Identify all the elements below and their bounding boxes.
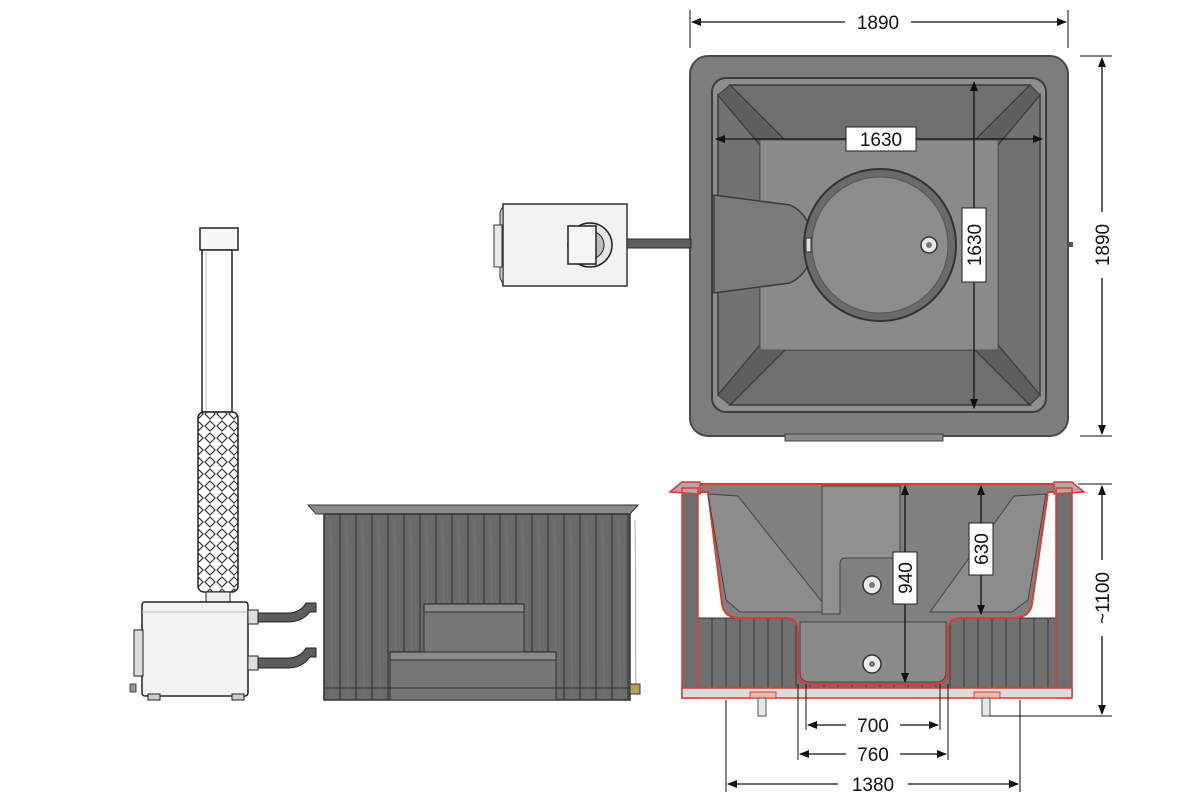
- top-view-dimensions: 1890 1890 1630 1630: [689, 10, 1114, 437]
- wood-grain: [602, 519, 605, 695]
- dim-inner-width: 1630: [860, 130, 902, 151]
- step-recess: [713, 194, 813, 294]
- top-view: [689, 55, 1073, 442]
- dim-bottom-inner: 700: [857, 716, 889, 737]
- heater-top-view: [493, 203, 692, 287]
- step-lower: [389, 651, 557, 661]
- chimney-pipe: [201, 249, 233, 413]
- dim-outer-depth: 1890: [1093, 224, 1114, 266]
- wood-grain: [570, 519, 573, 695]
- step-upper: [423, 603, 525, 613]
- dim-outer-width: 1890: [857, 13, 899, 34]
- wood-grain: [346, 519, 349, 695]
- wood-grain: [634, 519, 637, 695]
- chimney-guard: [197, 411, 239, 593]
- cladding-top-rim: [306, 504, 640, 515]
- step-riser: [423, 611, 525, 653]
- wood-grain: [378, 519, 381, 695]
- section-base-beam: [681, 687, 1073, 699]
- wood-cladding-side: [306, 504, 641, 701]
- heater-foot: [147, 693, 161, 701]
- heater-side-view: [129, 227, 317, 701]
- footwell-floor: [811, 176, 949, 314]
- dim-seat-depth: 630: [972, 533, 993, 565]
- section-view: [668, 481, 1086, 717]
- heater-body: [141, 601, 249, 697]
- wood-grain: [330, 519, 333, 695]
- heater-door: [133, 629, 144, 677]
- section-footwell: [799, 621, 947, 683]
- section-wall-right: [1055, 487, 1073, 699]
- chimney-cap: [199, 227, 239, 251]
- drain-fitting-left: [749, 691, 777, 699]
- wood-grain: [586, 519, 589, 695]
- section-bench-left: [707, 493, 832, 613]
- jet-nozzle-center: [926, 242, 932, 248]
- dim-overall-height: ~1100: [1093, 572, 1114, 624]
- heater-foot: [231, 693, 245, 701]
- bench-facet-right: [997, 92, 1041, 398]
- heater-chimney-cap: [567, 225, 597, 265]
- tub-bottom-skirt: [784, 433, 944, 442]
- dim-inner-depth: 1630: [965, 224, 986, 266]
- drain-fitting-right: [973, 691, 1001, 699]
- dim-total-depth: 940: [896, 562, 917, 594]
- chimney-collar: [205, 591, 231, 603]
- dim-base-width: 1380: [852, 775, 894, 796]
- wood-grain: [618, 519, 621, 695]
- heater-pipe-top: [626, 238, 692, 249]
- section-view-dimensions: 940 630 ~1100 700 760 1380: [725, 483, 1114, 796]
- drain-valve: [629, 683, 641, 695]
- heater-hatch-detail: [493, 224, 503, 268]
- step-riser-lower: [389, 659, 557, 701]
- lower-connecting-pipe: [257, 647, 317, 669]
- side-fitting: [805, 237, 812, 253]
- wood-grain: [362, 519, 365, 695]
- upper-connecting-pipe: [257, 602, 317, 623]
- section-wall-left: [681, 487, 699, 699]
- dim-bottom-outer: 760: [857, 745, 889, 766]
- right-fitting: [1068, 242, 1073, 247]
